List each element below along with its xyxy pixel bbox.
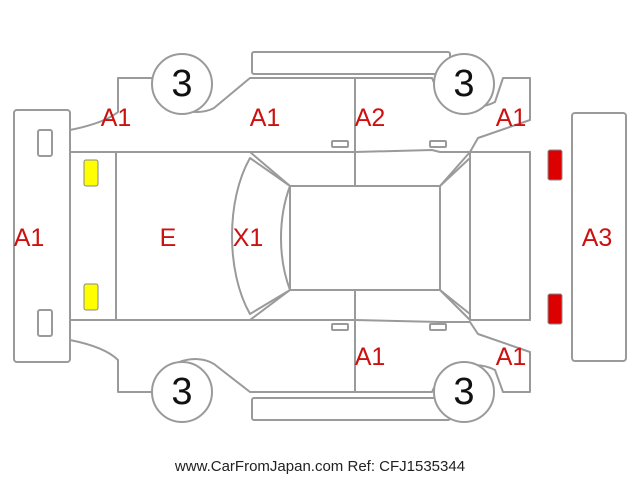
code-rear-bumper: A3 — [582, 224, 613, 252]
wheel-rear-right-grade: 3 — [453, 371, 474, 413]
rear-light-bottom — [547, 293, 563, 325]
code-front-bumper: A1 — [14, 224, 45, 252]
rear-light-top — [547, 149, 563, 181]
front-light-bottom — [83, 283, 99, 311]
windshield — [231, 157, 291, 315]
code-front-left-fender: A1 — [101, 104, 132, 132]
front-light-top — [83, 159, 99, 187]
code-rear-right-quarter: A1 — [496, 343, 527, 371]
code-rear-left-quarter: A1 — [496, 104, 527, 132]
footer-site: www.CarFromJapan.com — [174, 458, 344, 475]
front-bumper-upper-mark — [37, 129, 53, 157]
left-rear-door-handle — [429, 140, 447, 148]
wheel-front-left — [151, 53, 213, 115]
front-bumper-lower-mark — [37, 309, 53, 337]
wheel-front-right-grade: 3 — [171, 371, 192, 413]
wheel-rear-left-grade: 3 — [453, 63, 474, 105]
rear-bumper — [571, 112, 627, 362]
wheel-rear-right — [433, 361, 495, 423]
left-front-door-handle — [331, 140, 349, 148]
wheel-rear-left — [433, 53, 495, 115]
rear-window — [439, 157, 471, 315]
footer-reference: www.CarFromJapan.com Ref: CFJ1535344 — [0, 458, 640, 475]
right-front-door-handle — [331, 323, 349, 331]
code-rear-right-door: A1 — [355, 343, 386, 371]
left-roof-rail — [251, 51, 451, 75]
wheel-front-right — [151, 361, 213, 423]
roof-panel — [289, 185, 441, 291]
code-windshield: X1 — [233, 224, 264, 252]
footer-ref: Ref: CFJ1535344 — [347, 458, 466, 475]
right-roof-rail — [251, 397, 451, 421]
code-front-left-door: A1 — [250, 104, 281, 132]
code-rear-left-door: A2 — [355, 104, 386, 132]
code-hood: E — [160, 224, 177, 252]
right-side-body — [69, 319, 531, 393]
wheel-front-left-grade: 3 — [171, 63, 192, 105]
right-rear-door-handle — [429, 323, 447, 331]
trunk-panel — [469, 151, 531, 321]
